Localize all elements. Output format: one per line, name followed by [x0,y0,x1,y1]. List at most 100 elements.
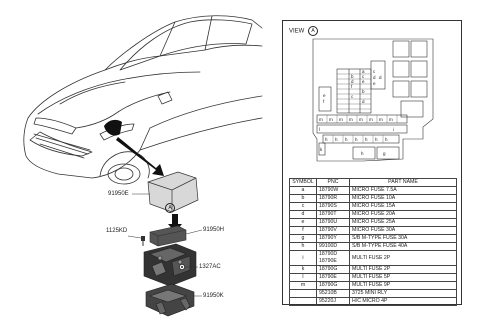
row-symbol: i [289,250,317,266]
view-marker-circle: A [165,203,175,213]
callout-relay-box: 91950E [108,191,129,197]
fuse-label-c2: c [351,94,354,99]
fuse-label-m1: m [319,117,323,122]
row-pnc-value: 18790V [319,227,337,233]
row-part-name: MICRO FUSE 15A [349,202,457,211]
row-part-name: MICRO FUSE 20A [349,210,457,219]
location-leader-arrow [116,137,164,176]
fuse-label-m4: m [349,117,353,122]
row-part-name: H/C MICRO 4P [349,297,457,306]
header-part-name: PART NAME [349,178,457,187]
fuse-label-k: k [320,147,323,152]
fuse-label-m3: m [339,117,343,122]
callout-bolt: 1125KD [106,228,128,234]
fuse-label-h8: h [361,151,364,156]
fuse-label-h3: h [345,137,348,142]
row-symbol: e [289,218,317,227]
row-pnc-value: 99100D [319,243,338,249]
bolt [141,236,145,246]
row-pnc: 18790V [316,226,350,235]
row-pnc-value: 95210B [319,290,337,296]
fuse-label-g: g [383,151,386,156]
row-part-name: MULTI FUSE 2P [349,250,457,266]
header-pnc: PNC [316,178,350,187]
car-illustration [23,15,263,317]
fuse-label-a: a [362,69,365,74]
row-pnc: 18790U [316,218,350,227]
callout-bracket: 91950K [203,293,224,299]
row-pnc-value: 18790R [319,195,338,201]
callout-fuse-block: 91950H [203,227,225,233]
fuse-label-d4: d [379,75,382,80]
fuse-label-h4: h [355,137,358,142]
row-pnc: 18790G [316,265,350,274]
junction-box-body [143,243,197,287]
row-symbol: k [289,265,317,274]
row-part-name: MULTI FUSE 9P [349,281,457,290]
fuse-label-h6: h [375,137,378,142]
bracket [145,283,195,317]
fuse-label-l: l [319,127,320,132]
row-pnc-value: 18790Y [319,235,337,241]
row-pnc: 18790T [316,210,350,219]
fuse-label-c3: c [373,69,376,74]
row-pnc-value: 18790D [319,251,338,257]
fuse-label-e: e [362,79,365,84]
row-pnc-value: 18790G [319,282,338,288]
row-part-name: MICRO FUSE 25A [349,218,457,227]
row-pnc: 99100D [316,242,350,251]
row-pnc-value: 95220J [319,298,337,304]
row-part-name: S/B M-TYPE FUSE 40A [349,242,457,251]
row-part-name: MULTI FUSE 5P [349,273,457,282]
fuse-label-h5: h [365,137,368,142]
table-row: 95220J H/C MICRO 4P [289,297,457,306]
row-pnc-value: 18790E [319,258,337,264]
row-pnc: 18790R [316,194,350,203]
fuse-label-m2: m [329,117,333,122]
row-symbol: g [289,234,317,243]
fuse-label-h2: h [335,137,338,142]
row-pnc: 18790Y [316,234,350,243]
view-marker-panel-letter: A [311,28,315,34]
row-symbol [289,289,317,298]
fuse-label-m8: m [389,117,393,122]
row-pnc: 95210B [316,289,350,298]
row-symbol: h [289,242,317,251]
row-part-name: MULTI FUSE 2P [349,265,457,274]
view-marker-letter: A [168,205,172,211]
fuse-label-m6: m [369,117,373,122]
view-label-text: VIEW [289,28,305,35]
row-symbol: f [289,226,317,235]
row-pnc: 95220J [316,297,350,306]
callout-nut: 1327AC [199,264,221,270]
row-pnc-value: 18790G [319,266,338,272]
fuse-label-h7: h [385,137,388,142]
row-pnc-value: 18790W [319,187,339,193]
fuse-block [149,225,187,247]
fuse-label-f2: f [323,99,325,104]
row-symbol: a [289,186,317,195]
fuse-label-b2: b [362,89,365,94]
row-symbol [289,297,317,306]
fuse-label-m7: m [379,117,383,122]
fuse-box-location-marker [104,119,122,136]
row-part-name: MICRO FUSE 30A [349,226,457,235]
fuse-label-d2: d [362,99,365,104]
row-pnc-value: 18790T [319,211,337,217]
row-symbol: m [289,281,317,290]
fuse-label-f: f [351,84,353,89]
fuse-label-e2: e [373,81,376,86]
row-pnc: 18790G [316,281,350,290]
